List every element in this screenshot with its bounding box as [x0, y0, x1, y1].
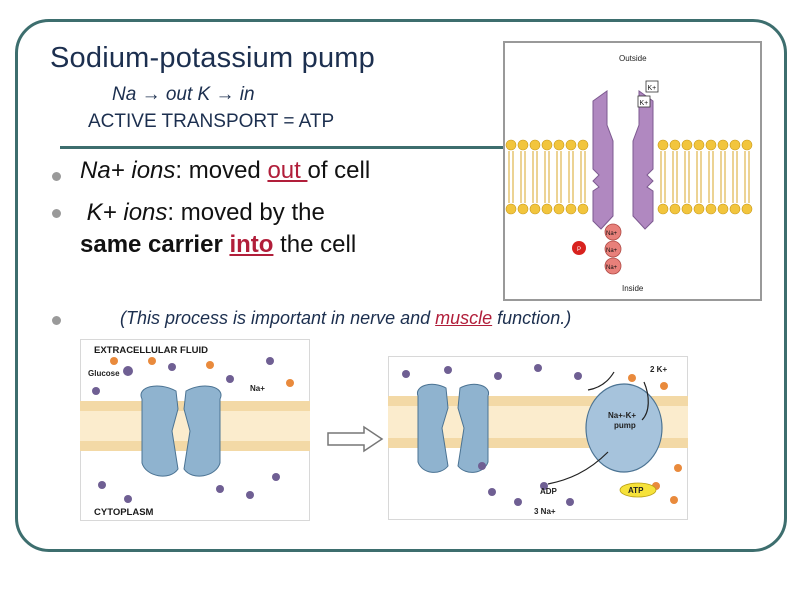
label-2k: 2 K+: [650, 365, 667, 374]
slide-title: Sodium-potassium pump: [50, 42, 375, 74]
label-adp: ADP: [540, 487, 558, 496]
label-3na: 3 Na+: [534, 507, 556, 516]
process-arrow-icon: [327, 425, 384, 453]
pump-diagram: Outside K+ K+ Na+ Na+: [503, 41, 762, 301]
cell-transport-diagram: EXTRACELLULAR FLUID Glucose Na+ CYTOPLAS…: [80, 339, 310, 521]
na-ion: Na+: [606, 265, 618, 271]
atp-icon: [619, 482, 657, 498]
bullet-na-ions: Na+ ions: moved out of cell: [80, 157, 371, 184]
label-cytoplasm: CYTOPLASM: [94, 507, 154, 518]
bullet-dot: [52, 316, 61, 325]
emphasis-muscle: muscle: [435, 308, 493, 328]
na-ion-group: Na+ Na+ Na+ P: [572, 223, 622, 275]
arrow-paths: [547, 371, 649, 485]
ions: [110, 357, 294, 387]
transport-protein: [140, 385, 222, 477]
label-atp: ATP: [628, 486, 644, 495]
pump-cycle-diagram: 2 K+ Na+-K+ pump ADP ATP 3 Na+: [388, 356, 688, 520]
k-ion: K+: [640, 100, 649, 107]
na-k-pump-protein: [585, 383, 663, 473]
note-text: (This process is important in nerve and …: [120, 308, 572, 328]
k-ion-group: K+ K+: [637, 80, 659, 108]
label-outside: Outside: [619, 54, 647, 63]
k-ion: K+: [648, 85, 657, 92]
emphasis-into: into: [229, 231, 274, 258]
molecules: [92, 357, 280, 503]
subtitle-active-transport: ACTIVE TRANSPORT = ATP: [88, 111, 335, 132]
pump-protein: [592, 90, 654, 230]
na-ion: Na+: [606, 231, 618, 237]
label-extracellular: EXTRACELLULAR FLUID: [94, 345, 208, 356]
bullet-k-ions: K+ ions: moved by the: [86, 199, 325, 226]
lipid-bilayer: [505, 139, 753, 215]
bullet-k-ions-continued: same carrier into the cell: [80, 231, 357, 258]
label-glucose: Glucose: [88, 369, 120, 378]
transport-protein: [416, 383, 490, 473]
molecules: [402, 364, 582, 506]
label-na: Na+: [250, 384, 265, 393]
label-inside: Inside: [622, 284, 644, 293]
na-ion: Na+: [606, 248, 618, 254]
phosphate-icon: [572, 241, 586, 255]
pump-label-1: Na+-K+: [608, 411, 636, 420]
pump-label-2: pump: [614, 421, 636, 430]
bullet-dot: [52, 172, 61, 181]
bullet-dot: [52, 209, 61, 218]
emphasis-out: out: [267, 157, 308, 184]
title-divider: [60, 146, 520, 149]
phosphate-label: P: [577, 247, 581, 253]
subtitle-direction: Na → out K → in: [112, 84, 255, 105]
